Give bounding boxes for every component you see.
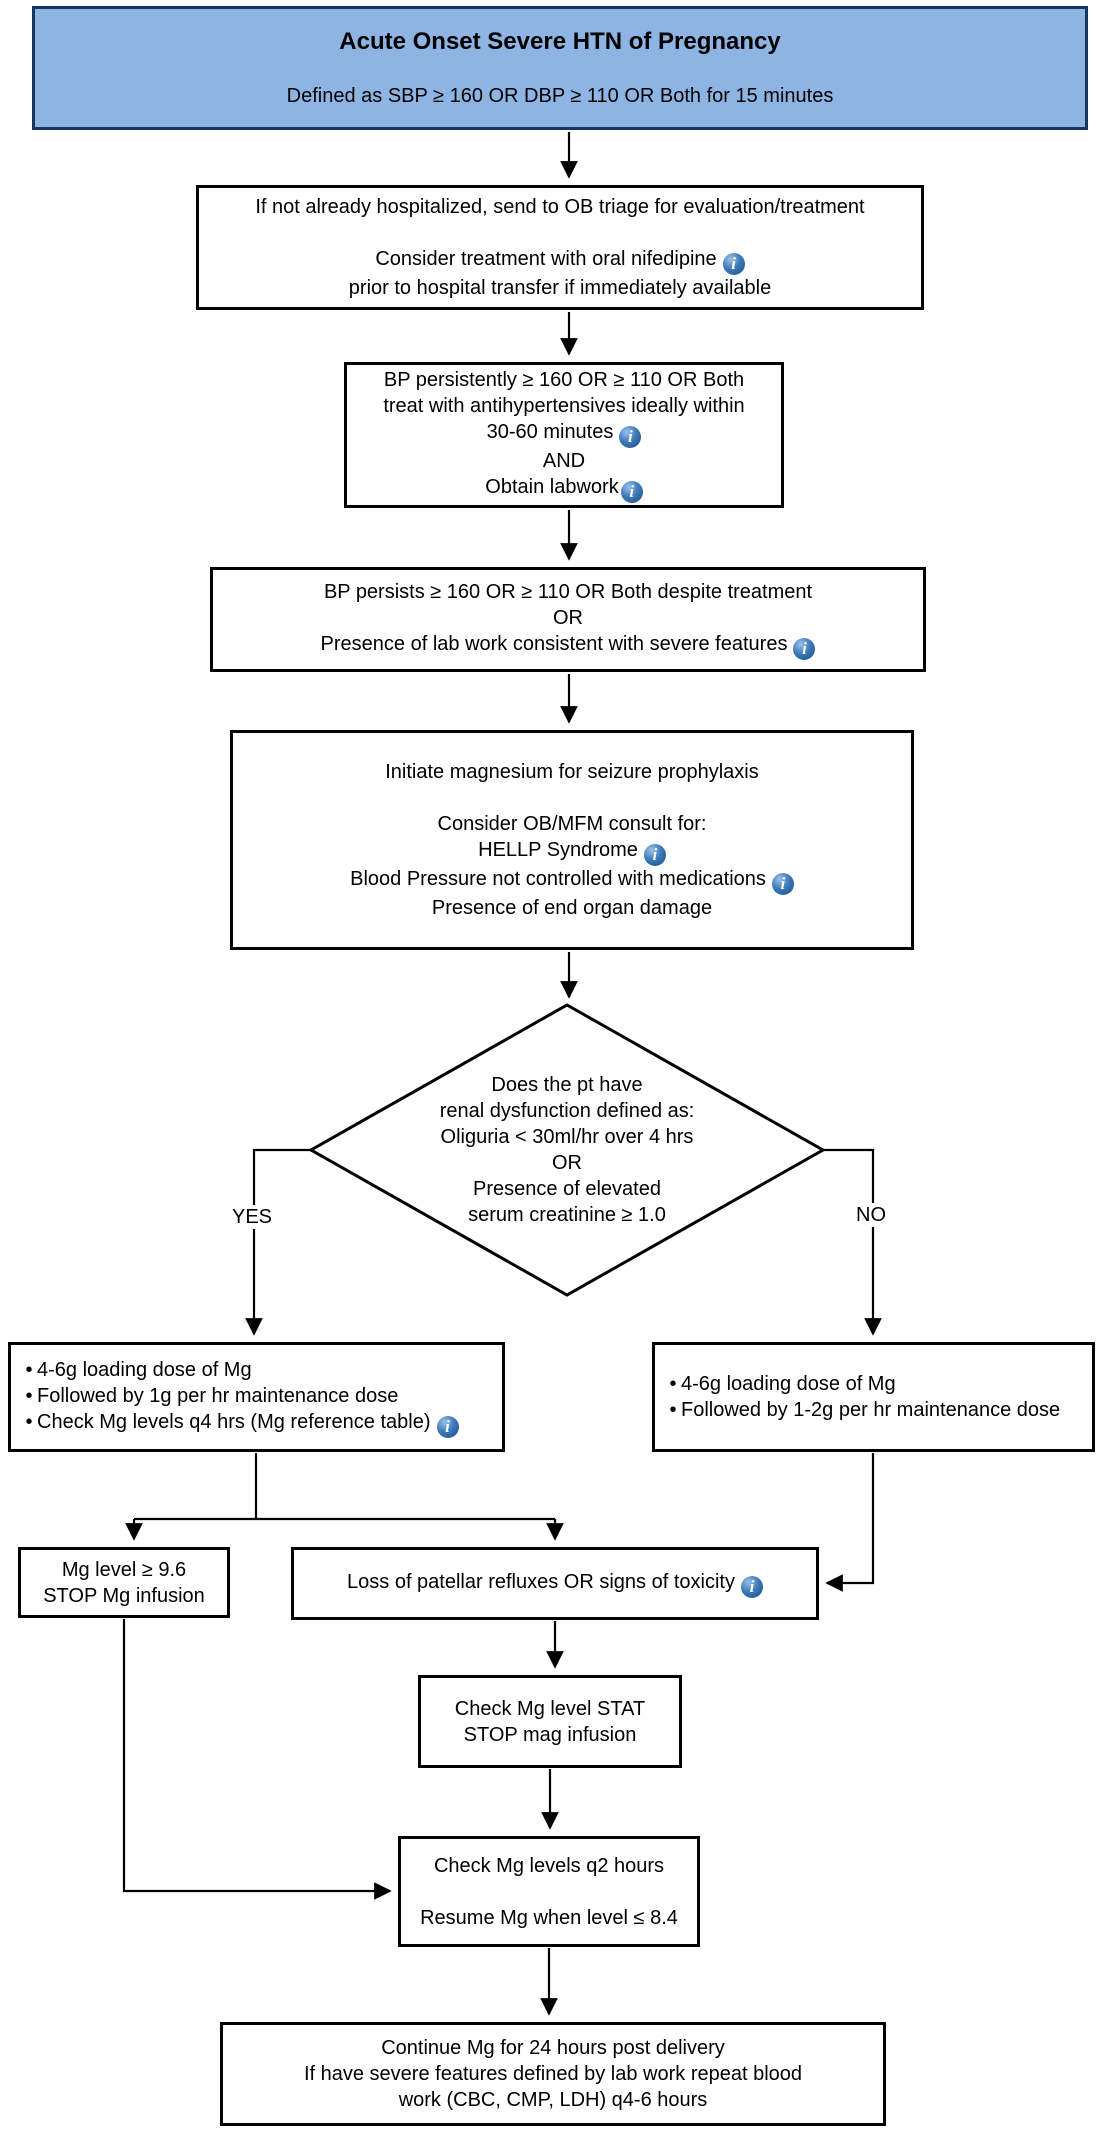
- title-subtitle: Defined as SBP ≥ 160 OR DBP ≥ 110 OR Bot…: [286, 85, 834, 107]
- node-bp-persistently: BP persistently ≥ 160 OR ≥ 110 OR Both t…: [344, 362, 784, 508]
- flow-line: Blood Pressure not controlled with medic…: [350, 866, 794, 895]
- node-continue-mg: Continue Mg for 24 hours post delivery I…: [220, 2022, 886, 2126]
- node-initiate-magnesium: Initiate magnesium for seizure prophylax…: [230, 730, 914, 950]
- bullet-glyph: •: [25, 1384, 33, 1407]
- flow-line-text: Followed by 1-2g per hr maintenance dose: [681, 1399, 1061, 1421]
- page-title: Acute Onset Severe HTN of Pregnancy: [339, 28, 781, 55]
- bullet-glyph: •: [669, 1399, 677, 1421]
- info-icon[interactable]: i: [643, 844, 666, 866]
- node-check-mg-q2: Check Mg levels q2 hours Resume Mg when …: [398, 1836, 700, 1947]
- flow-line: OR: [553, 607, 583, 629]
- node-mg-high-stop: Mg level ≥ 9.6 STOP Mg infusion: [18, 1547, 230, 1618]
- bullet-glyph: •: [25, 1410, 33, 1433]
- flow-line: Mg level ≥ 9.6: [61, 1558, 187, 1581]
- flow-line: If not already hospitalized, send to OB …: [255, 196, 865, 218]
- flow-line-text: Presence of lab work consistent with sev…: [320, 633, 788, 655]
- flow-line-text: 4-6g loading dose of Mg: [681, 1373, 896, 1395]
- flow-line: AND: [542, 450, 586, 472]
- flow-line-text: Followed by 1g per hr maintenance dose: [37, 1384, 399, 1407]
- branch-label-no: NO: [853, 1203, 889, 1227]
- flow-line: work (CBC, CMP, LDH) q4-6 hours: [398, 2089, 708, 2111]
- node-toxicity-signs: Loss of patellar refluxes OR signs of to…: [291, 1547, 819, 1620]
- connector-yes-branch: [245, 1148, 311, 1336]
- decision-diamond-shape: [307, 1003, 827, 1297]
- flow-line-text: Obtain labwork: [485, 476, 619, 498]
- info-icon[interactable]: i: [722, 253, 745, 275]
- flow-line: serum creatinine ≥ 1.0: [468, 1204, 666, 1226]
- flow-line: Resume Mg when level ≤ 8.4: [420, 1906, 678, 1929]
- node-ob-triage: If not already hospitalized, send to OB …: [196, 185, 924, 310]
- flow-line: Does the pt have: [491, 1074, 643, 1096]
- flow-line: If have severe features defined by lab w…: [303, 2063, 803, 2085]
- info-icon[interactable]: i: [793, 638, 816, 660]
- flow-line: BP persists ≥ 160 OR ≥ 110 OR Both despi…: [323, 581, 813, 603]
- flow-line-text: Check Mg levels q4 hrs (Mg reference tab…: [37, 1410, 431, 1433]
- bullet-glyph: •: [25, 1358, 33, 1381]
- flow-line: renal dysfunction defined as:: [439, 1100, 695, 1122]
- flow-line: Presence of lab work consistent with sev…: [321, 631, 816, 660]
- flow-line: STOP Mg infusion: [43, 1584, 205, 1607]
- flow-line: BP persistently ≥ 160 OR ≥ 110 OR Both: [383, 369, 745, 391]
- flow-line: Loss of patellar refluxes OR signs of to…: [347, 1569, 763, 1598]
- flow-line-text: HELLP Syndrome: [478, 839, 638, 861]
- connector-no-to-toxicity: [825, 1453, 875, 1592]
- flow-line: Continue Mg for 24 hours post delivery: [381, 2037, 725, 2059]
- info-icon[interactable]: i: [620, 481, 643, 503]
- info-icon[interactable]: i: [771, 873, 794, 895]
- flow-line: •Check Mg levels q4 hrs (Mg reference ta…: [21, 1409, 459, 1438]
- flow-line: Check Mg level STAT: [454, 1697, 646, 1720]
- flow-line: Initiate magnesium for seizure prophylax…: [385, 761, 759, 783]
- node-mg-dose-yes: •4-6g loading dose of Mg •Followed by 1g…: [8, 1342, 505, 1452]
- node-renal-decision: Does the pt have renal dysfunction defin…: [392, 1069, 742, 1231]
- title-banner: Acute Onset Severe HTN of Pregnancy Defi…: [32, 6, 1088, 130]
- connector-mg-high-to-q2: [122, 1619, 392, 1900]
- node-mg-dose-no: •4-6g loading dose of Mg •Followed by 1-…: [652, 1342, 1095, 1452]
- flow-line: Presence of elevated: [473, 1178, 661, 1200]
- flow-line: •Followed by 1g per hr maintenance dose: [21, 1383, 398, 1409]
- info-icon[interactable]: i: [436, 1415, 459, 1438]
- flow-line: •4-6g loading dose of Mg: [665, 1371, 896, 1397]
- flow-line-text: 4-6g loading dose of Mg: [37, 1358, 252, 1381]
- node-check-mg-stat: Check Mg level STAT STOP mag infusion: [418, 1675, 682, 1768]
- flow-line: Check Mg levels q2 hours: [433, 1854, 665, 1877]
- flow-line: treat with antihypertensives ideally wit…: [383, 395, 745, 417]
- flow-line: Presence of end organ damage: [431, 897, 713, 919]
- bullet-glyph: •: [669, 1373, 677, 1395]
- connector-no-branch: [823, 1148, 882, 1336]
- node-bp-persists: BP persists ≥ 160 OR ≥ 110 OR Both despi…: [210, 567, 926, 672]
- flow-line: •4-6g loading dose of Mg: [21, 1357, 252, 1383]
- flow-line: Consider OB/MFM consult for:: [437, 813, 707, 835]
- flow-line-text: 30-60 minutes: [486, 421, 614, 443]
- connector-yes-split: [134, 1453, 555, 1521]
- flow-line-text: Blood Pressure not controlled with medic…: [350, 868, 766, 890]
- branch-label-yes: YES: [229, 1205, 276, 1229]
- flow-line-text: Loss of patellar refluxes OR signs of to…: [347, 1571, 735, 1593]
- info-icon[interactable]: i: [619, 426, 642, 448]
- info-icon[interactable]: i: [740, 1576, 763, 1598]
- flow-line: Oliguria < 30ml/hr over 4 hrs: [440, 1126, 694, 1148]
- flow-line: OR: [552, 1152, 582, 1174]
- flow-line: STOP mag infusion: [463, 1723, 637, 1746]
- flow-line: •Followed by 1-2g per hr maintenance dos…: [665, 1397, 1060, 1423]
- flow-line-text: Consider treatment with oral nifedipine: [375, 248, 717, 270]
- flow-line: prior to hospital transfer if immediatel…: [348, 277, 772, 299]
